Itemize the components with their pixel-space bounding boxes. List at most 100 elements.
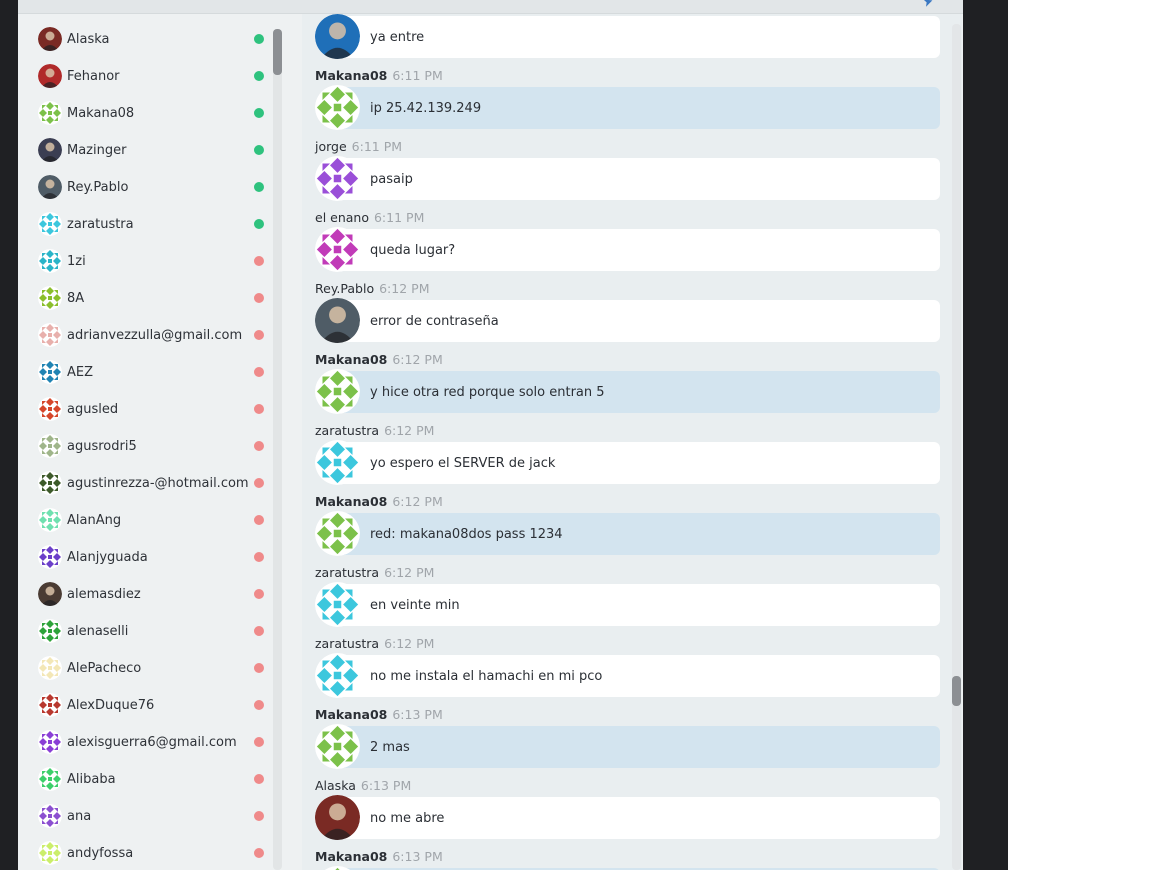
user-list-item[interactable]: AEZ (38, 357, 268, 387)
user-avatar (38, 286, 62, 310)
user-list-item[interactable]: Alaska (38, 24, 268, 54)
sender-name[interactable]: jorge (315, 139, 347, 154)
sender-avatar[interactable] (315, 227, 360, 272)
message-row (315, 866, 940, 870)
offline-status-dot (254, 367, 264, 377)
user-list-item[interactable]: 1zi (38, 246, 268, 276)
sender-avatar[interactable] (315, 582, 360, 627)
sender-name[interactable]: Rey.Pablo (315, 281, 375, 296)
message-bubble[interactable]: y hice otra red porque solo entran 5 (335, 371, 940, 413)
sender-name[interactable]: el enano (315, 210, 369, 225)
user-list-item[interactable]: Mazinger (38, 135, 268, 165)
message-text: no me abre (370, 810, 445, 826)
sender-avatar[interactable] (315, 298, 360, 343)
user-list-item[interactable]: Alibaba (38, 764, 268, 794)
user-avatar (38, 323, 62, 347)
message-bubble[interactable]: no me instala el hamachi en mi pco (335, 655, 940, 697)
user-list-scrollbar-track[interactable] (273, 42, 282, 870)
sender-avatar[interactable] (315, 724, 360, 769)
message-scrollbar-thumb[interactable] (952, 676, 961, 706)
message-bubble[interactable]: yo espero el SERVER de jack (335, 442, 940, 484)
user-list-item[interactable]: agusrodri5 (38, 431, 268, 461)
message-bubble[interactable]: pasaip (335, 158, 940, 200)
online-status-dot (254, 219, 264, 229)
message-timestamp: 6:12 PM (379, 281, 430, 296)
user-name: Alanjyguada (67, 549, 148, 565)
sender-name[interactable]: Makana08 (315, 352, 388, 367)
message-timestamp: 6:12 PM (384, 565, 435, 580)
message-row: ip 25.42.139.249 (315, 85, 940, 130)
message-timestamp: 6:13 PM (392, 707, 443, 722)
user-list-item[interactable]: ana (38, 801, 268, 831)
sender-avatar[interactable] (315, 866, 360, 870)
message-row: pasaip (315, 156, 940, 201)
user-avatar (38, 656, 62, 680)
user-avatar (38, 27, 62, 51)
sender-name[interactable]: zaratustra (315, 636, 380, 651)
user-list-item[interactable]: AlanAng (38, 505, 268, 535)
sender-name[interactable]: zaratustra (315, 423, 380, 438)
user-list-item[interactable]: andyfossa (38, 838, 268, 868)
sender-avatar[interactable] (315, 653, 360, 698)
sender-name[interactable]: Alaska (315, 778, 356, 793)
message-row: no me instala el hamachi en mi pco (315, 653, 940, 698)
user-list-item[interactable]: alemasdiez (38, 579, 268, 609)
user-list-scrollbar-thumb[interactable] (273, 29, 282, 75)
offline-status-dot (254, 626, 264, 636)
user-avatar (38, 138, 62, 162)
message-bubble[interactable]: no me abre (335, 797, 940, 839)
sender-name[interactable]: Makana08 (315, 494, 388, 509)
sender-name[interactable]: Makana08 (315, 849, 388, 864)
sender-avatar[interactable] (315, 156, 360, 201)
user-list-item[interactable]: zaratustra (38, 209, 268, 239)
user-list-item[interactable]: AlexDuque76 (38, 690, 268, 720)
user-avatar (38, 841, 62, 865)
message-bubble[interactable]: ip 25.42.139.249 (335, 87, 940, 129)
message-bubble[interactable]: ya entre (335, 16, 940, 58)
sender-avatar[interactable] (315, 369, 360, 414)
offline-status-dot (254, 293, 264, 303)
user-list-item[interactable]: Fehanor (38, 61, 268, 91)
user-name: AEZ (67, 364, 94, 380)
sender-name[interactable]: zaratustra (315, 565, 380, 580)
message-bubble[interactable]: 2 mas (335, 726, 940, 768)
sender-avatar[interactable] (315, 14, 360, 59)
message-bubble[interactable]: queda lugar? (335, 229, 940, 271)
message-bubble[interactable]: error de contraseña (335, 300, 940, 342)
sender-name[interactable]: Makana08 (315, 707, 388, 722)
user-list-item[interactable]: agustinrezza-@hotmail.com (38, 468, 268, 498)
message-row: no me abre (315, 795, 940, 840)
message-bubble[interactable]: red: makana08dos pass 1234 (335, 513, 940, 555)
sender-avatar[interactable] (315, 795, 360, 840)
user-name: Alibaba (67, 771, 116, 787)
user-list-item[interactable]: adrianvezzulla@gmail.com (38, 320, 268, 350)
user-list-item[interactable]: AlePacheco (38, 653, 268, 683)
user-list-item[interactable]: Rey.Pablo (38, 172, 268, 202)
user-avatar (38, 767, 62, 791)
user-list-item[interactable]: Alanjyguada (38, 542, 268, 572)
message-bubble[interactable]: en veinte min (335, 584, 940, 626)
user-list-item[interactable]: agusled (38, 394, 268, 424)
user-name: AlanAng (67, 512, 122, 528)
message-bubble[interactable] (335, 868, 940, 870)
user-name: agusrodri5 (67, 438, 137, 454)
message-timestamp: 6:13 PM (392, 849, 443, 864)
user-avatar (38, 693, 62, 717)
message-scrollbar-track[interactable] (952, 24, 961, 870)
sender-avatar[interactable] (315, 511, 360, 556)
user-list-item[interactable]: alenaselli (38, 616, 268, 646)
user-list-item[interactable]: Makana08 (38, 98, 268, 128)
sender-avatar[interactable] (315, 440, 360, 485)
user-list-item[interactable]: 8A (38, 283, 268, 313)
message-timestamp: 6:13 PM (360, 778, 412, 793)
sender-name[interactable]: Makana08 (315, 68, 388, 83)
sender-avatar[interactable] (315, 85, 360, 130)
online-status-dot (254, 34, 264, 44)
send-arrow-icon[interactable]: ➤ (921, 0, 936, 10)
user-avatar (38, 582, 62, 606)
user-list-item[interactable]: alexisguerra6@gmail.com (38, 727, 268, 757)
message-timestamp: 6:11 PM (351, 139, 403, 154)
